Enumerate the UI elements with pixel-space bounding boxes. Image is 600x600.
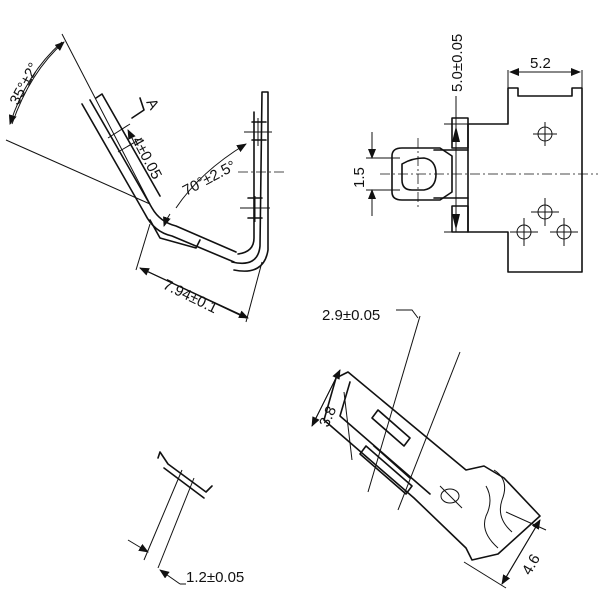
thickness-section [127,451,213,585]
angled-top-view [311,309,547,589]
length-29-label: 2.9±0.05 [322,307,380,324]
slot-15-label: 1.5 [351,167,368,188]
width-38-label: 3.8 [316,404,340,430]
width-46-label: 4.6 [519,551,544,578]
angle-35-label: 35°±2° [7,60,43,108]
height-50-label: 5.0±0.05 [449,34,466,92]
width-52-label: 5.2 [530,55,551,72]
side-view-bent-clip [5,33,284,323]
front-view [366,68,598,273]
angle-70-label: 70°±2.5° [180,157,239,199]
section-a-label: A [142,96,162,113]
thickness-12-label: 1.2±0.05 [186,569,244,586]
length-794-label: 7.94±0.1 [160,276,220,317]
